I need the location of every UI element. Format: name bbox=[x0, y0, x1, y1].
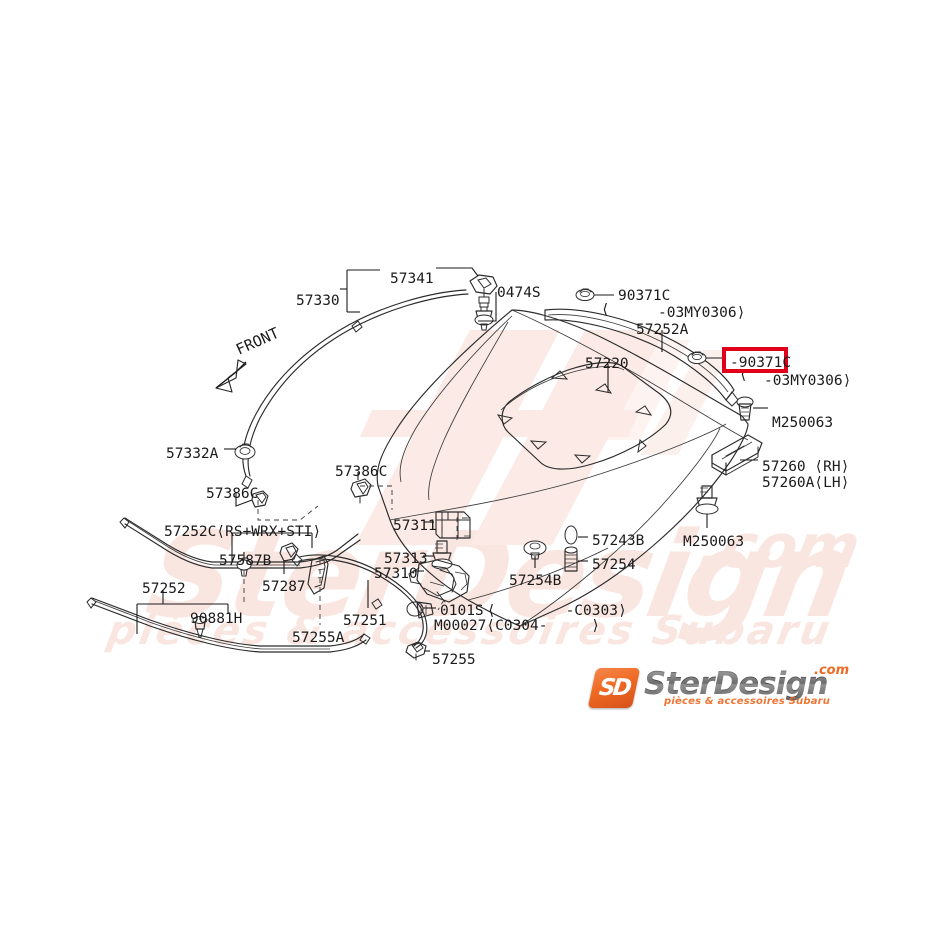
part-label-l-57587B: 57587B bbox=[219, 553, 272, 569]
guide-latch-down bbox=[437, 599, 445, 611]
prop-rod-clip-57341 bbox=[469, 274, 498, 298]
part-label-l-57341: 57341 bbox=[390, 271, 434, 287]
weatherstrip-57252C bbox=[119, 517, 361, 569]
grommet-57287 bbox=[279, 542, 299, 562]
part-label-l-57260A: 57260A⟨LH⟩ bbox=[762, 475, 850, 491]
guide-57386C-low bbox=[257, 500, 319, 521]
leader-lines bbox=[136, 267, 768, 652]
watermark-swoosh bbox=[355, 330, 730, 545]
clip-57386C-upper bbox=[350, 478, 372, 504]
part-label-l-57254B: 57254B bbox=[509, 573, 562, 589]
highlighted-part-number-box[interactable]: -90371C bbox=[722, 347, 792, 373]
part-label-l-90371C-a: 90371C bbox=[618, 288, 671, 304]
hood-prop-rod-57330 bbox=[241, 289, 469, 489]
guide-57386C-up bbox=[360, 485, 393, 510]
part-label-l-03my-a: -03MY0306⟩ bbox=[658, 305, 746, 321]
part-label-l-57252A: 57252A bbox=[636, 322, 689, 338]
guide-bracket bbox=[456, 517, 471, 540]
hood-hinge-57260 bbox=[711, 434, 763, 476]
grommet-90371C-upper bbox=[575, 288, 595, 301]
highlighted-part-number: -90371C bbox=[730, 355, 792, 371]
part-label-l-M250063a: M250063 bbox=[772, 415, 834, 431]
logo-badge-icon: SD bbox=[587, 668, 641, 708]
part-label-l-57313: 57313 bbox=[384, 551, 428, 567]
logo-wordmark: SterDesign bbox=[644, 666, 829, 702]
part-label-l-c0303: ⟨ -C0303⟩ bbox=[487, 603, 627, 619]
clip-57255A bbox=[307, 555, 329, 595]
part-label-l-paren-b: ⟨ bbox=[739, 367, 748, 383]
part-label-l-M00027: M00027⟨C0304- ⟩ bbox=[434, 618, 600, 634]
part-label-l-57330: 57330 bbox=[296, 293, 340, 309]
part-label-l-57252C: 57252C⟨RS+WRX+STI⟩ bbox=[164, 524, 322, 540]
part-label-l-57254: 57254 bbox=[592, 557, 636, 573]
logo-badge-text: SD bbox=[597, 675, 631, 701]
bolt-57313 bbox=[431, 540, 453, 570]
grommet-57332A bbox=[234, 443, 256, 460]
grommet-90371C-lower bbox=[687, 351, 707, 364]
part-label-l-57220: 57220 bbox=[585, 356, 629, 372]
part-label-l-57310: 57310 bbox=[374, 566, 418, 582]
fastener-0474S bbox=[474, 296, 494, 331]
bolt-M250063-lower bbox=[695, 485, 719, 515]
part-label-l-M250063b: M250063 bbox=[683, 534, 745, 550]
clip-0101S bbox=[406, 601, 434, 619]
part-label-l-03my-b: -03MY0306⟩ bbox=[764, 373, 852, 389]
bumper-57254B bbox=[523, 540, 547, 560]
part-label-l-57243B: 57243B bbox=[592, 533, 645, 549]
part-label-l-0474S: 0474S bbox=[497, 285, 541, 301]
part-label-l-57255: 57255 bbox=[432, 652, 476, 668]
part-label-l-90881H: 90881H bbox=[190, 611, 243, 627]
weatherstrip-57252-lower bbox=[86, 597, 371, 653]
part-label-l-57260: 57260 ⟨RH⟩ bbox=[762, 459, 850, 475]
logo-domain: .com bbox=[814, 663, 850, 678]
bolt-M250063-upper bbox=[736, 396, 754, 421]
cushion-57243B bbox=[564, 525, 578, 545]
part-label-l-57255A: 57255A bbox=[292, 630, 345, 646]
part-label-l-paren-a: ⟨ bbox=[601, 302, 610, 318]
part-label-l-0101S: 0101S bbox=[440, 603, 484, 619]
part-label-l-57386C-b: 57386C bbox=[206, 486, 259, 502]
cushion-57254 bbox=[564, 546, 578, 572]
site-logo[interactable]: SD SterDesign .com pièces & accessoires … bbox=[587, 663, 860, 714]
part-label-l-57332A: 57332A bbox=[166, 446, 219, 462]
part-label-l-57287: 57287 bbox=[262, 579, 306, 595]
logo-tagline: pièces & accessoires Subaru bbox=[664, 696, 831, 707]
front-direction-arrow bbox=[215, 359, 247, 393]
hood-panel-57220 bbox=[376, 309, 749, 627]
part-label-l-57386C-a: 57386C bbox=[335, 464, 388, 480]
part-label-l-57251: 57251 bbox=[343, 613, 387, 629]
part-label-l-57311: 57311 bbox=[393, 518, 437, 534]
part-label-l-57252: 57252 bbox=[142, 581, 186, 597]
